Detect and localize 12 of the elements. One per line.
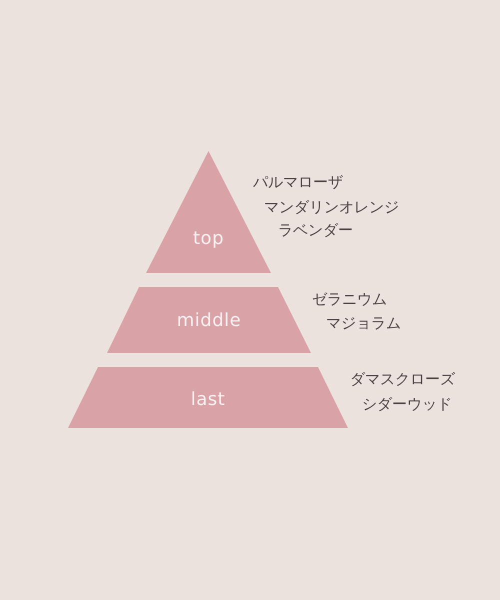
pyramid-tier: [107, 287, 311, 353]
tier-label: last: [190, 388, 226, 410]
tier-label: top: [193, 228, 224, 250]
ingredient-label: パルマローザ: [253, 172, 343, 193]
ingredient-label: ラベンダー: [278, 220, 353, 241]
ingredient-label: ゼラニウム: [312, 289, 387, 310]
ingredient-label: シダーウッド: [362, 394, 452, 415]
ingredient-label: マジョラム: [326, 313, 401, 334]
ingredient-label: ダマスクローズ: [350, 369, 455, 390]
pyramid-tier: [68, 367, 348, 428]
tier-label: middle: [176, 310, 242, 332]
ingredient-label: マンダリンオレンジ: [264, 197, 399, 218]
